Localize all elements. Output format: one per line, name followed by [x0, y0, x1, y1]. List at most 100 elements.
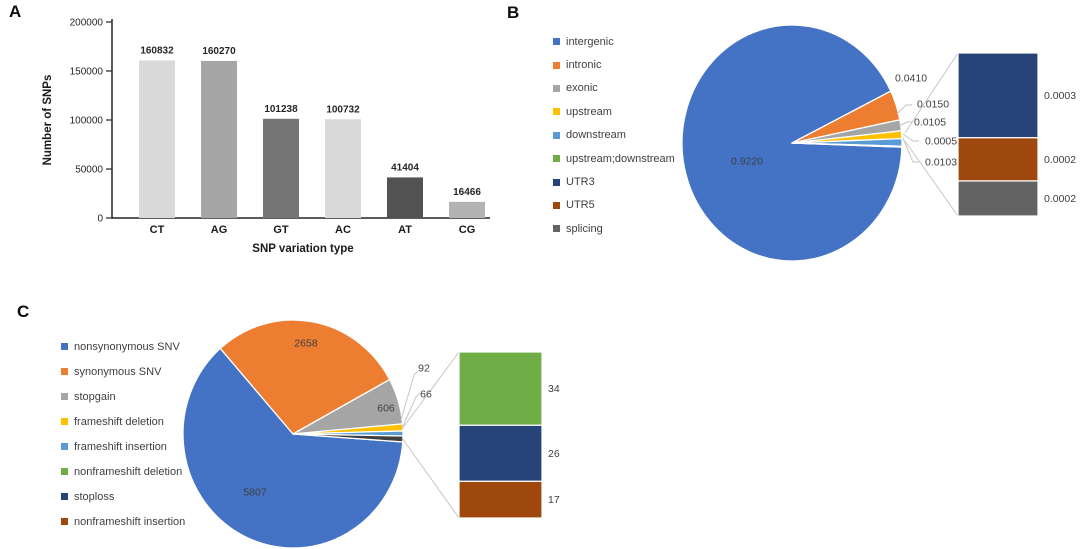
- legend-label: stoploss: [74, 490, 115, 503]
- y-tick-label: 150000: [70, 67, 104, 78]
- breakout-leader-line: [401, 351, 460, 430]
- breakout-leader-line: [904, 52, 959, 134]
- bar-gt: [263, 118, 299, 218]
- legend-label: frameshift deletion: [74, 415, 164, 428]
- legend-item-stopgain: stopgain: [61, 384, 185, 409]
- panel-b-label: B: [507, 3, 520, 22]
- legend-label: intergenic: [566, 35, 614, 48]
- legend-swatch-icon: [553, 225, 560, 233]
- legend-label: UTR5: [566, 199, 595, 212]
- legend-label: splicing: [566, 222, 603, 235]
- legend-swatch-icon: [553, 178, 560, 186]
- breakout-value-label: 17: [548, 494, 560, 506]
- callout-leader-line: [898, 121, 912, 127]
- x-category-label: AG: [211, 224, 228, 236]
- bar-ac: [325, 119, 361, 218]
- bar-value-label: 41404: [391, 162, 419, 173]
- legend-item-stoploss: stoploss: [61, 484, 185, 509]
- legend-swatch-icon: [61, 368, 68, 375]
- breakout-value-label: 0.0003: [1044, 90, 1076, 102]
- legend-swatch-icon: [61, 343, 68, 350]
- legend-swatch-icon: [61, 518, 68, 525]
- breakout-value-label: 26: [548, 448, 560, 460]
- legend-swatch-icon: [553, 61, 560, 69]
- breakout-segment-nonframeshift-insertion: [458, 480, 543, 519]
- callout-value-label: 0.0410: [895, 73, 927, 85]
- slice-value-label: 2658: [294, 338, 318, 350]
- slice-value-label: 0.9220: [731, 156, 763, 168]
- x-category-label: AC: [335, 224, 351, 236]
- y-tick-label: 200000: [70, 18, 104, 29]
- x-axis-title: SNP variation type: [252, 243, 353, 255]
- bar-value-label: 16466: [453, 187, 481, 198]
- callout-value-label: 0.0150: [917, 99, 949, 111]
- legend-item-nonframeshift-insertion: nonframeshift insertion: [61, 509, 185, 534]
- breakout-value-label: 0.0002: [1044, 154, 1076, 166]
- callout-value-label: 66: [420, 389, 432, 401]
- panel-a-label: A: [9, 2, 22, 21]
- legend-label: stopgain: [74, 390, 116, 403]
- legend-item-utr5: UTR5: [553, 194, 675, 217]
- legend-label: nonsynonymous SNV: [74, 340, 180, 353]
- legend-label: UTR3: [566, 176, 595, 189]
- legend-label: synonymous SNV: [74, 365, 162, 378]
- pie-slice-nonsynonymous-snv: [182, 347, 404, 549]
- x-category-label: AT: [398, 224, 412, 236]
- bar-value-label: 160270: [202, 46, 236, 57]
- legend-panel-b: intergenic intronic exonic upstream downstre…: [553, 30, 675, 241]
- callout-leader-line: [401, 392, 421, 429]
- legend-label: upstream;downstream: [566, 152, 675, 165]
- breakout-value-label: 0.0002: [1044, 193, 1076, 205]
- legend-item-upstream-downstream: upstream;downstream: [553, 147, 675, 170]
- breakout-segment-splicing: [957, 180, 1039, 217]
- legend-label: upstream: [566, 105, 612, 118]
- y-tick-label: 0: [97, 214, 103, 225]
- breakout-segment-utr5: [957, 137, 1039, 182]
- slice-value-label: 606: [377, 403, 395, 415]
- breakout-segment-utr3: [957, 52, 1039, 139]
- legend-item-utr3: UTR3: [553, 170, 675, 193]
- bar-ct: [139, 60, 175, 218]
- legend-swatch-icon: [553, 84, 560, 92]
- legend-item-frameshift-insertion: frameshift insertion: [61, 434, 185, 459]
- callout-leader-line: [902, 133, 919, 142]
- legend-swatch-icon: [61, 493, 68, 500]
- x-category-label: CT: [150, 224, 165, 236]
- legend-label: nonframeshift insertion: [74, 515, 186, 528]
- legend-item-intergenic: intergenic: [553, 30, 675, 53]
- x-category-label: GT: [273, 224, 289, 236]
- x-category-label: CG: [459, 224, 476, 236]
- legend-swatch-icon: [553, 155, 560, 163]
- legend-label: intronic: [566, 59, 602, 72]
- slice-value-label: 5807: [243, 487, 267, 499]
- breakout-value-label: 34: [548, 383, 560, 395]
- breakout-leader-line: [401, 437, 460, 519]
- callout-value-label: 0.0103: [925, 157, 957, 169]
- legend-label: nonframeshift deletion: [74, 465, 183, 478]
- legend-item-exonic: exonic: [553, 77, 675, 100]
- breakout-segment-nonframeshift-deletion: [458, 351, 543, 426]
- bar-value-label: 100732: [326, 104, 360, 115]
- legend-label: downstream: [566, 129, 626, 142]
- legend-swatch-icon: [61, 443, 68, 450]
- legend-swatch-icon: [553, 201, 560, 209]
- panel-c-label: C: [17, 302, 30, 321]
- callout-leader-line: [896, 104, 912, 115]
- breakout-leader-line: [904, 140, 959, 217]
- callout-value-label: 92: [418, 363, 430, 375]
- y-tick-label: 100000: [70, 116, 104, 127]
- legend-swatch-icon: [553, 108, 560, 116]
- bar-value-label: 160832: [140, 45, 174, 56]
- legend-item-nonframeshift-deletion: nonframeshift deletion: [61, 459, 185, 484]
- bar-ag: [201, 60, 237, 219]
- legend-item-downstream: downstream: [553, 124, 675, 147]
- legend-label: frameshift insertion: [74, 440, 167, 453]
- legend-panel-c: nonsynonymous SNV synonymous SNV stopgain f…: [61, 334, 185, 534]
- legend-item-nonsynonymous-snv: nonsynonymous SNV: [61, 334, 185, 359]
- callout-value-label: 0.0105: [914, 117, 946, 129]
- legend-item-intronic: intronic: [553, 53, 675, 76]
- pie-slice-other-group: [791, 142, 903, 148]
- callout-leader-line: [902, 137, 919, 163]
